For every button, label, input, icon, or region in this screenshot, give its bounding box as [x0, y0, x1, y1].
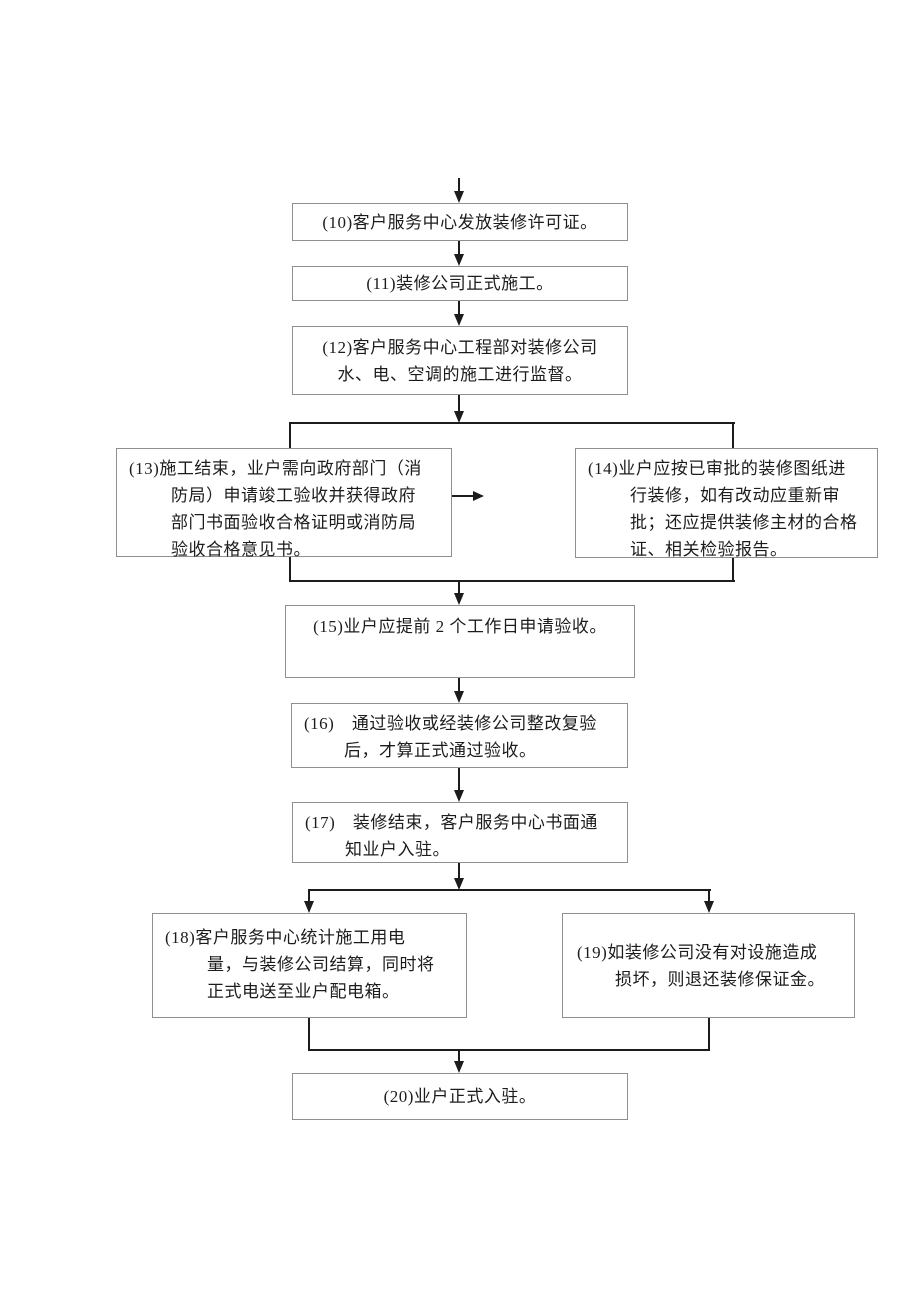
flow-node-13: (13)施工结束，业户需向政府部门（消 防局）申请竣工验收并获得政府 部门书面验… [116, 448, 452, 559]
flow-node-18-text: (18)客户服务中心统计施工用电 [165, 928, 406, 947]
branch-drop-to-14 [732, 423, 734, 448]
flow-node-15-text: (15)业户应提前 2 个工作日申请验收。 [313, 617, 607, 636]
connector-merge-to-20 [458, 1051, 460, 1062]
arrowhead-down-icon [454, 691, 464, 703]
connector-16-to-17 [458, 768, 460, 792]
arrowhead-down-icon [454, 314, 464, 326]
merge-line-18-19 [308, 1049, 710, 1051]
arrowhead-down-icon [454, 878, 464, 890]
flow-node-16-text: 后，才算正式通过验收。 [344, 741, 537, 760]
connector-11-to-12 [458, 301, 460, 316]
arrowhead-down-icon [454, 593, 464, 605]
flow-node-19-text: 损坏，则退还装修保证金。 [615, 969, 825, 989]
flow-node-17: (17) 装修结束，客户服务中心书面通 知业户入驻。 [292, 802, 628, 863]
flow-node-14: (14)业户应按已审批的装修图纸进 行装修，如有改动应重新审 批；还应提供装修主… [575, 448, 878, 559]
flow-node-13-text: 部门书面验收合格证明或消防局 [171, 513, 416, 532]
flow-node-12: (12)客户服务中心工程部对装修公司 水、电、空调的施工进行监督。 [292, 326, 628, 395]
flow-node-10-text: (10)客户服务中心发放装修许可证。 [322, 212, 598, 232]
flow-node-18-text: 正式电送至业户配电箱。 [207, 982, 400, 1001]
flow-node-15: (15)业户应提前 2 个工作日申请验收。 [285, 605, 635, 678]
arrowhead-down-icon [704, 901, 714, 913]
flow-node-20: (20)业户正式入驻。 [292, 1073, 628, 1120]
flow-node-17-text: (17) 装修结束，客户服务中心书面通 [305, 813, 598, 832]
flow-node-19-text: (19)如装修公司没有对设施造成 [577, 942, 818, 962]
merge-drop-from-14 [732, 558, 734, 581]
flow-node-10: (10)客户服务中心发放装修许可证。 [292, 203, 628, 241]
flow-node-16-text: (16) 通过验收或经装修公司整改复验 [304, 714, 597, 733]
flow-node-17-text: 知业户入驻。 [345, 840, 450, 859]
arrowhead-down-icon [454, 191, 464, 203]
branch-drop-to-19 [708, 890, 710, 902]
flow-node-12-text: 水、电、空调的施工进行监督。 [337, 364, 583, 384]
connector-into-node-10 [458, 178, 460, 194]
branch-drop-to-18 [308, 890, 310, 902]
arrowhead-down-icon [454, 254, 464, 266]
flow-node-13-text: 验收合格意见书。 [171, 540, 311, 559]
connector-17-to-branch [458, 863, 460, 880]
flow-node-12-text: (12)客户服务中心工程部对装修公司 [322, 337, 598, 357]
flow-node-14-text: 批；还应提供装修主材的合格 [630, 513, 858, 532]
merge-drop-from-13 [289, 557, 291, 581]
branch-line-13-14 [289, 422, 735, 424]
flow-node-11-text: (11)装修公司正式施工。 [366, 274, 554, 293]
flow-node-18-text: 量，与装修公司结算，同时将 [207, 955, 435, 974]
flow-node-20-text: (20)业户正式入驻。 [383, 1087, 537, 1106]
connector-12-to-branch [458, 395, 460, 413]
branch-drop-to-13 [289, 423, 291, 448]
flow-node-14-text: 行装修，如有改动应重新审 [630, 486, 840, 505]
flow-node-18: (18)客户服务中心统计施工用电 量，与装修公司结算，同时将 正式电送至业户配电… [152, 913, 467, 1018]
merge-drop-from-18 [308, 1018, 310, 1051]
arrowhead-down-icon [454, 790, 464, 802]
arrowhead-right-icon [473, 491, 484, 501]
merge-line-13-14 [289, 580, 735, 582]
connector-13-to-14 [452, 495, 474, 497]
flow-node-13-text: (13)施工结束，业户需向政府部门（消 [129, 459, 422, 478]
connector-merge-to-15 [458, 581, 460, 594]
flow-node-13-text: 防局）申请竣工验收并获得政府 [171, 486, 416, 505]
merge-drop-from-19 [708, 1018, 710, 1051]
arrowhead-down-icon [454, 411, 464, 423]
flow-node-19: (19)如装修公司没有对设施造成 损坏，则退还装修保证金。 [562, 913, 855, 1018]
flow-node-14-text: 证、相关检验报告。 [630, 540, 788, 559]
flow-node-16: (16) 通过验收或经装修公司整改复验 后，才算正式通过验收。 [291, 703, 628, 768]
connector-10-to-11 [458, 241, 460, 256]
arrowhead-down-icon [304, 901, 314, 913]
connector-15-to-16 [458, 678, 460, 692]
flow-node-14-text: (14)业户应按已审批的装修图纸进 [588, 459, 846, 478]
branch-line-18-19 [308, 889, 711, 891]
flow-node-11: (11)装修公司正式施工。 [292, 266, 628, 301]
arrowhead-down-icon [454, 1061, 464, 1073]
